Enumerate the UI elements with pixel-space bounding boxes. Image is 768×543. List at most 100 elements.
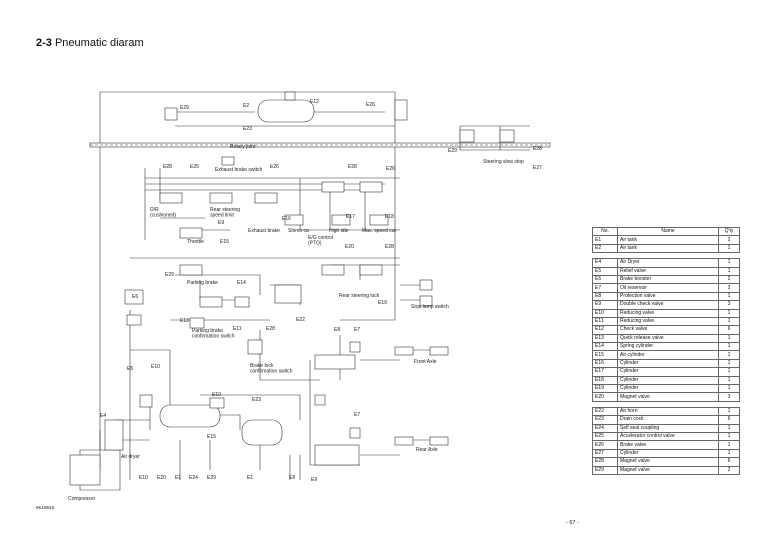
label-high-idle: High idle	[329, 228, 349, 234]
label-front-axle: Front Axle	[414, 359, 437, 365]
part-no: E4	[592, 258, 618, 268]
air-tank-e2	[257, 99, 315, 123]
part-no: E15	[592, 350, 618, 360]
part-qty: 1	[718, 440, 740, 450]
part-no: E11	[592, 316, 618, 327]
label-e28-a: E28	[163, 164, 172, 170]
header-name: Name	[617, 226, 719, 237]
label-e10: E10	[151, 364, 160, 370]
label-bottom-e9: E9	[311, 477, 317, 483]
label-e25: E25	[190, 164, 199, 170]
part-no: E28	[592, 457, 618, 467]
label-e7-b: E7	[354, 412, 360, 418]
part-qty: 6	[718, 457, 740, 467]
label-rear-axle: Rear Axle	[416, 447, 438, 453]
part-name: Reducing valve	[617, 308, 719, 318]
label-e23: E23	[252, 397, 261, 403]
label-e26-c: E26	[386, 166, 395, 172]
part-name: Double check valve	[617, 300, 719, 310]
part-no: E18	[592, 375, 618, 386]
part-qty: 1	[718, 448, 740, 459]
label-e9: E9	[218, 220, 224, 226]
part-name: Relief valve	[617, 266, 719, 276]
part-qty: 1	[718, 367, 740, 377]
label-parking-brake: Parking brake	[187, 280, 218, 286]
label-dr: D/R(cushioned)	[150, 207, 176, 219]
part-qty: 1	[718, 342, 740, 352]
label-e15-b: E15	[207, 434, 216, 440]
air-dryer-block	[104, 419, 124, 451]
part-no: E1	[592, 235, 618, 245]
label-e13: E13	[180, 318, 189, 324]
label-bottom-e1b: E1	[247, 475, 253, 481]
label-e28-r: E28	[533, 146, 542, 152]
part-no: E22	[592, 406, 618, 417]
part-no: E23	[592, 415, 618, 425]
label-bottom-e24: E24	[189, 475, 198, 481]
part-name: Cylinder	[617, 384, 719, 394]
label-e26-b: E26	[270, 164, 279, 170]
label-e28-b: E28	[348, 164, 357, 170]
label-e18: E18	[385, 214, 394, 220]
label-e4: E4	[100, 413, 106, 419]
part-qty: 1	[718, 358, 740, 369]
part-no: E7	[592, 283, 618, 293]
label-e15: E15	[220, 239, 229, 245]
part-no: E12	[592, 325, 618, 335]
label-e10-b: E10	[212, 392, 221, 398]
label-bottom-e10: E10	[139, 475, 148, 481]
part-no: E17	[592, 367, 618, 377]
part-no: E24	[592, 423, 618, 434]
part-qty: 1	[718, 350, 740, 360]
part-name: Spring cylinder	[617, 342, 719, 352]
label-compressor: Compressor	[68, 496, 96, 502]
part-qty: 6	[718, 415, 740, 425]
part-qty: 1	[718, 375, 740, 386]
diagram-labels: E29 E2 E12 E26 E23 Rotary joint E29 E28 …	[68, 99, 542, 502]
part-no: E27	[592, 448, 618, 459]
header-no: No.	[592, 226, 618, 237]
part-name: Brake valve	[617, 440, 719, 450]
parts-table-header: No. Name Q'ty	[592, 226, 740, 237]
label-e17: E17	[346, 214, 355, 220]
label-steering-slow-stop: Steering slow stop	[483, 159, 524, 165]
part-name: Magnet valve	[617, 457, 719, 467]
part-name: Air Dryer	[617, 258, 719, 268]
part-name: Cylinder	[617, 375, 719, 386]
part-qty: 2	[718, 274, 740, 285]
label-air-dryer: Air dryer	[121, 454, 140, 460]
label-e29: E29	[180, 105, 189, 111]
part-no: E19	[592, 384, 618, 394]
part-no: E9	[592, 300, 618, 310]
part-name: Air tank	[617, 243, 719, 254]
label-e7: E7	[354, 327, 360, 333]
air-tank-e1	[159, 404, 221, 428]
label-max-speed-cut: Max. speed cut	[362, 228, 397, 234]
label-bottom-e29: E29	[207, 475, 216, 481]
page-number: - 67 -	[566, 520, 579, 526]
part-name: Air tank	[617, 235, 719, 245]
label-rear-steering-lock: Rear steering lock	[339, 293, 380, 299]
part-no: E16	[592, 358, 618, 369]
part-name: Cylinder	[617, 358, 719, 369]
part-no: E5	[592, 266, 618, 276]
label-e2: E2	[243, 103, 249, 109]
part-no: E6	[592, 274, 618, 285]
part-name: Brake booster	[617, 274, 719, 285]
part-no: E14	[592, 342, 618, 352]
label-e27: E27	[533, 165, 542, 171]
